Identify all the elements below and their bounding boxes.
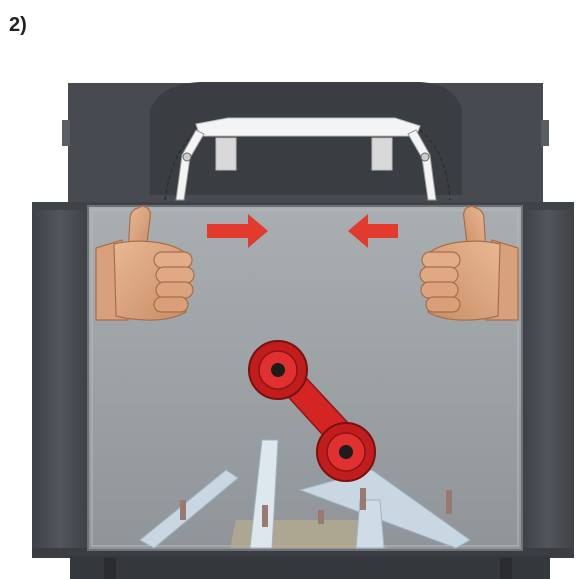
back-frame — [62, 82, 549, 208]
